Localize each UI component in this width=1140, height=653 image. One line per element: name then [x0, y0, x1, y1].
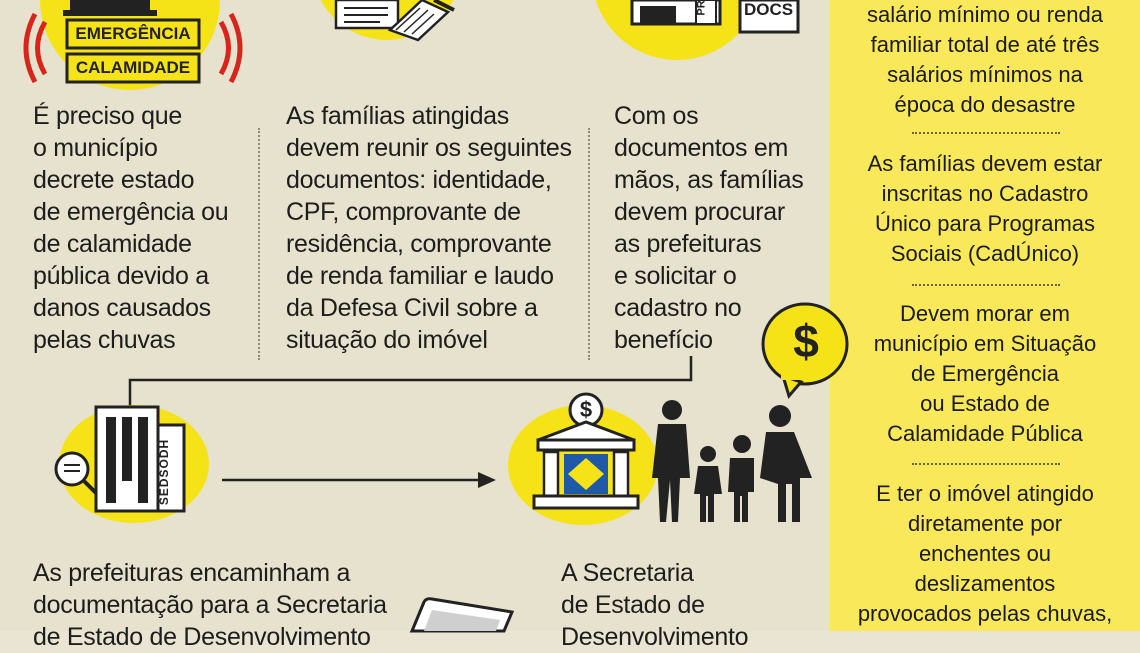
siren-icon	[23, 0, 243, 84]
sidebar-divider-2	[912, 284, 1060, 286]
tablet-icon	[409, 597, 515, 633]
separator-1	[258, 128, 260, 360]
family-icon	[652, 400, 812, 522]
connector-line	[128, 356, 693, 418]
magnifier-icon	[56, 453, 88, 485]
sidebar-divider-3	[912, 463, 1060, 465]
docs-label: DOCS	[744, 0, 794, 19]
dollar-icon	[761, 302, 849, 400]
arrow-right-icon	[222, 472, 496, 488]
requirements-sidebar	[830, 0, 1140, 631]
bank-coin-symbol: $	[579, 397, 593, 422]
sedsodh-building-icon	[54, 405, 186, 513]
emergencia-badge: EMERGÊNCIA	[75, 24, 191, 43]
documents-icon	[334, 0, 455, 42]
city-hall-icon	[630, 0, 800, 34]
infographic-main	[0, 0, 830, 631]
sedsodh-label: SEDSODH	[157, 438, 172, 506]
calamidade-badge: CALAMIDADE	[75, 58, 191, 77]
dollar-sign: $	[793, 315, 819, 367]
separator-2	[588, 128, 590, 360]
bank-icon	[532, 392, 640, 510]
sidebar-divider-1	[912, 132, 1060, 134]
